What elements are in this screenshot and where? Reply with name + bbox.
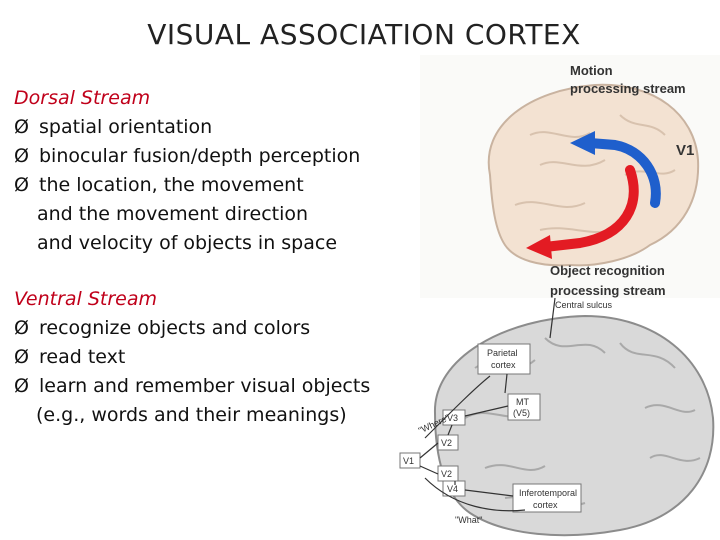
arrow-bullet-icon: Ø bbox=[14, 375, 29, 397]
arrow-bullet-icon: Ø bbox=[14, 346, 29, 368]
v4-box bbox=[442, 480, 466, 497]
ventral-section: Ventral Stream Ø recognize objects and c… bbox=[14, 285, 370, 430]
v2-to-v3-arrow bbox=[447, 424, 453, 436]
object-recognition-label-2: processing stream bbox=[550, 283, 666, 298]
parietal-label-2: cortex bbox=[491, 360, 516, 370]
ventral-heading: Ventral Stream bbox=[14, 288, 158, 310]
v3-label: V3 bbox=[447, 413, 458, 423]
parietal-label: Parietal bbox=[487, 348, 518, 358]
v1-to-v2-lower-arrow bbox=[419, 465, 439, 475]
v1-to-v2-arrow bbox=[419, 442, 439, 459]
v4-to-it-arrow bbox=[464, 489, 514, 497]
dorsal-item-text: binocular fusion/depth perception bbox=[39, 145, 361, 167]
ventral-item-1: Ø recognize objects and colors bbox=[14, 314, 370, 343]
ventral-item-text: read text bbox=[39, 346, 126, 368]
slide-title: VISUAL ASSOCIATION CORTEX bbox=[147, 18, 581, 51]
dorsal-item-text: spatial orientation bbox=[39, 116, 213, 138]
mt-to-parietal-arrow bbox=[504, 373, 508, 394]
parietal-box bbox=[477, 343, 531, 375]
motion-label-2: processing stream bbox=[570, 81, 686, 96]
mt-label: MT bbox=[516, 397, 529, 407]
what-label: "What" bbox=[455, 515, 482, 525]
ventral-item-2: Ø read text bbox=[14, 343, 370, 372]
arrow-bullet-icon: Ø bbox=[14, 174, 29, 196]
dorsal-item-2: Ø binocular fusion/depth perception bbox=[14, 142, 360, 171]
arrow-bullet-icon: Ø bbox=[14, 116, 29, 138]
brain-outline-top bbox=[487, 83, 700, 267]
dorsal-item-3-cont: and velocity of objects in space bbox=[37, 232, 338, 254]
v3-to-mt-arrow bbox=[464, 405, 509, 417]
ventral-item-text: learn and remember visual objects bbox=[39, 375, 371, 397]
v2-top-label: V2 bbox=[441, 438, 452, 448]
brain-folds-top bbox=[514, 114, 676, 234]
central-sulcus-line bbox=[549, 298, 556, 339]
v2-bottom-label: V2 bbox=[441, 469, 452, 479]
central-sulcus-label: Central sulcus bbox=[555, 300, 613, 310]
object-recognition-label: Object recognition bbox=[550, 263, 665, 278]
ventral-stream-arrow bbox=[540, 165, 639, 252]
arrow-bullet-icon: Ø bbox=[14, 145, 29, 167]
ventral-item-3-cont: (e.g., words and their meanings) bbox=[36, 404, 347, 426]
where-curve bbox=[424, 375, 491, 439]
inferotemporal-box bbox=[512, 483, 582, 513]
ventral-item-3: Ø learn and remember visual objects bbox=[14, 372, 370, 401]
dorsal-stream-arrow bbox=[585, 138, 661, 208]
inferotemporal-label: Inferotemporal bbox=[519, 488, 577, 498]
dorsal-item-3: Ø the location, the movement bbox=[14, 171, 360, 200]
where-what-pathways-figure: Central sulcus Parietal cortex MT (V5) V… bbox=[395, 298, 720, 540]
ventral-arrow-head bbox=[526, 235, 552, 259]
mt-box bbox=[507, 393, 541, 421]
inferotemporal-label-2: cortex bbox=[533, 500, 558, 510]
dorsal-heading: Dorsal Stream bbox=[14, 87, 151, 109]
dorsal-item-text: the location, the movement bbox=[39, 174, 304, 196]
v1-label-top: V1 bbox=[676, 142, 694, 159]
motion-label: Motion bbox=[570, 63, 613, 78]
v1-box bbox=[399, 452, 421, 469]
pathway-lines bbox=[419, 298, 556, 512]
v1-label-bottom: V1 bbox=[403, 456, 414, 466]
dorsal-section: Dorsal Stream Ø spatial orientation Ø bi… bbox=[14, 84, 360, 258]
dorsal-item-1: Ø spatial orientation bbox=[14, 113, 360, 142]
what-curve bbox=[424, 477, 526, 512]
dorsal-arrow-head bbox=[570, 131, 595, 155]
mt-label-2: (V5) bbox=[513, 408, 530, 418]
ventral-item-text: recognize objects and colors bbox=[39, 317, 311, 339]
v4-label: V4 bbox=[447, 484, 458, 494]
arrow-bullet-icon: Ø bbox=[14, 317, 29, 339]
visual-streams-figure: Motion processing stream V1 Object recog… bbox=[420, 55, 720, 300]
dorsal-item-3-cont: and the movement direction bbox=[37, 203, 309, 225]
